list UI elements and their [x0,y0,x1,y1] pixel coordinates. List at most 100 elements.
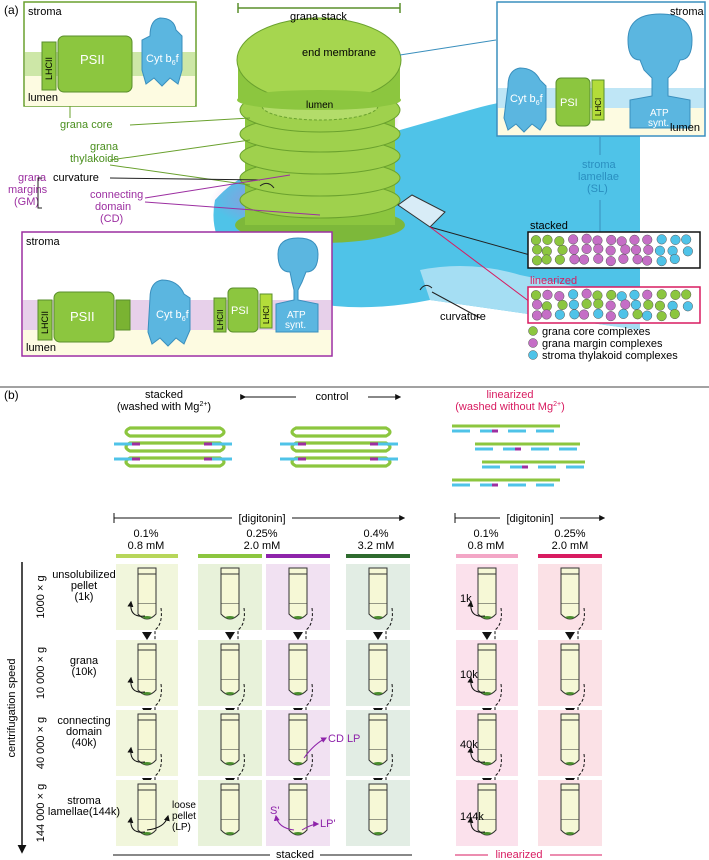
concentration-percent: 0.25% [554,528,585,540]
svg-text:ATP: ATP [287,310,306,321]
tube-icon [137,783,157,836]
complex-particle [632,254,643,265]
fraction-label: (1k) [75,591,94,603]
complex-particle [643,299,654,310]
tube-icon [477,567,497,620]
concentration-mm: 3.2 mM [358,540,395,552]
svg-text:stroma: stroma [670,6,705,18]
end-membrane-label: end membrane [302,47,376,59]
complex-particle [669,253,680,265]
svg-text:thylakoids: thylakoids [70,153,119,165]
svg-text:LHCII: LHCII [40,311,50,334]
fraction-label: domain [66,726,102,738]
cd-lp-label: CD LP [328,733,360,745]
concentration-mm: 2.0 mM [552,540,589,552]
fraction-label: stroma [67,795,102,807]
complex-particle [630,244,642,255]
tube-icon [560,643,580,696]
legend-label: stroma thylakoid complexes [542,350,678,362]
svg-text:LHCII: LHCII [44,57,54,80]
svg-text:stacked: stacked [145,389,183,401]
pellet-arrow [467,600,486,617]
tube-icon [137,643,157,696]
svg-text:grana: grana [90,141,119,153]
complex-particle [618,253,629,264]
complex-particle [569,254,580,265]
svg-text:stroma: stroma [582,159,617,171]
transfer-arrowhead [293,632,303,640]
svg-text:domain: domain [95,201,131,213]
svg-text:Cyt b6f: Cyt b6f [156,309,190,323]
svg-text:(washed without Mg2+): (washed without Mg2+) [455,401,564,413]
svg-text:linearized: linearized [530,275,577,287]
svg-text:stacked: stacked [276,849,314,860]
concentration-mm: 0.8 mM [128,540,165,552]
complex-particle [554,254,565,265]
concentration-mm: 2.0 mM [244,540,281,552]
svg-text:Cyt b6f: Cyt b6f [146,53,180,67]
complex-particle [554,309,565,320]
tube-icon [288,567,308,620]
complex-particle [531,310,543,321]
complex-particle [541,309,552,320]
grana-core-box [23,1,197,107]
svg-text:(SL): (SL) [587,183,608,195]
complex-particle [670,234,681,245]
svg-text:(GM): (GM) [14,196,39,208]
complex-particle [568,234,579,245]
connecting-domain-box [21,231,333,357]
svg-text:[digitonin]: [digitonin] [238,513,285,525]
svg-text:linearized: linearized [486,389,533,401]
complex-particle [581,288,592,299]
complex-particle [605,256,616,267]
complex-particle [656,289,667,300]
complex-particle [569,309,580,320]
fraction-label: pellet [71,580,97,592]
tube-icon [560,713,580,766]
svg-text:[digitonin]: [digitonin] [506,513,553,525]
grana-stack [235,17,405,243]
complex-particle [593,253,604,264]
complex-particle [620,299,631,310]
complex-particle [578,309,590,320]
pellet-arrow [127,600,146,617]
complex-particle [530,290,542,301]
fraction-label: (40k) [71,737,96,749]
tube-icon [220,713,240,766]
linearized-particles [530,288,693,322]
stacked-particles [530,233,693,267]
transfer-arrowhead [482,632,492,640]
complex-particle [568,299,579,310]
pellet-arrow [127,676,146,693]
s-prime-arrow [273,814,295,831]
legend-label: grana core complexes [542,326,651,338]
svg-text:stacked: stacked [530,220,568,232]
legend-swatch [528,326,538,336]
complex-particle [605,245,616,256]
svg-text:PSII: PSII [70,309,95,324]
complex-particle [643,244,654,255]
complex-particle [681,289,692,300]
tube-icon [368,643,388,696]
svg-text:curvature: curvature [440,311,486,323]
complex-particle [557,244,568,255]
fraction-labels: unsolubilizedpellet(1k)grana(10k)connect… [48,569,120,818]
svg-text:Cyt b6f: Cyt b6f [510,93,544,107]
complex-particle [530,235,542,246]
complex-particle [682,246,693,257]
concentration-percent: 0.1% [133,528,158,540]
complex-particle [557,299,568,310]
complex-particle [669,308,680,320]
tube-icon [288,643,308,696]
tube-icon [368,713,388,766]
tube-icon [220,783,240,836]
concentration-mm: 0.8 mM [468,540,505,552]
complex-particle [681,234,692,245]
complex-particle [656,311,667,322]
complex-particle [605,300,616,311]
tube-icon [560,567,580,620]
complex-particle [630,299,642,310]
